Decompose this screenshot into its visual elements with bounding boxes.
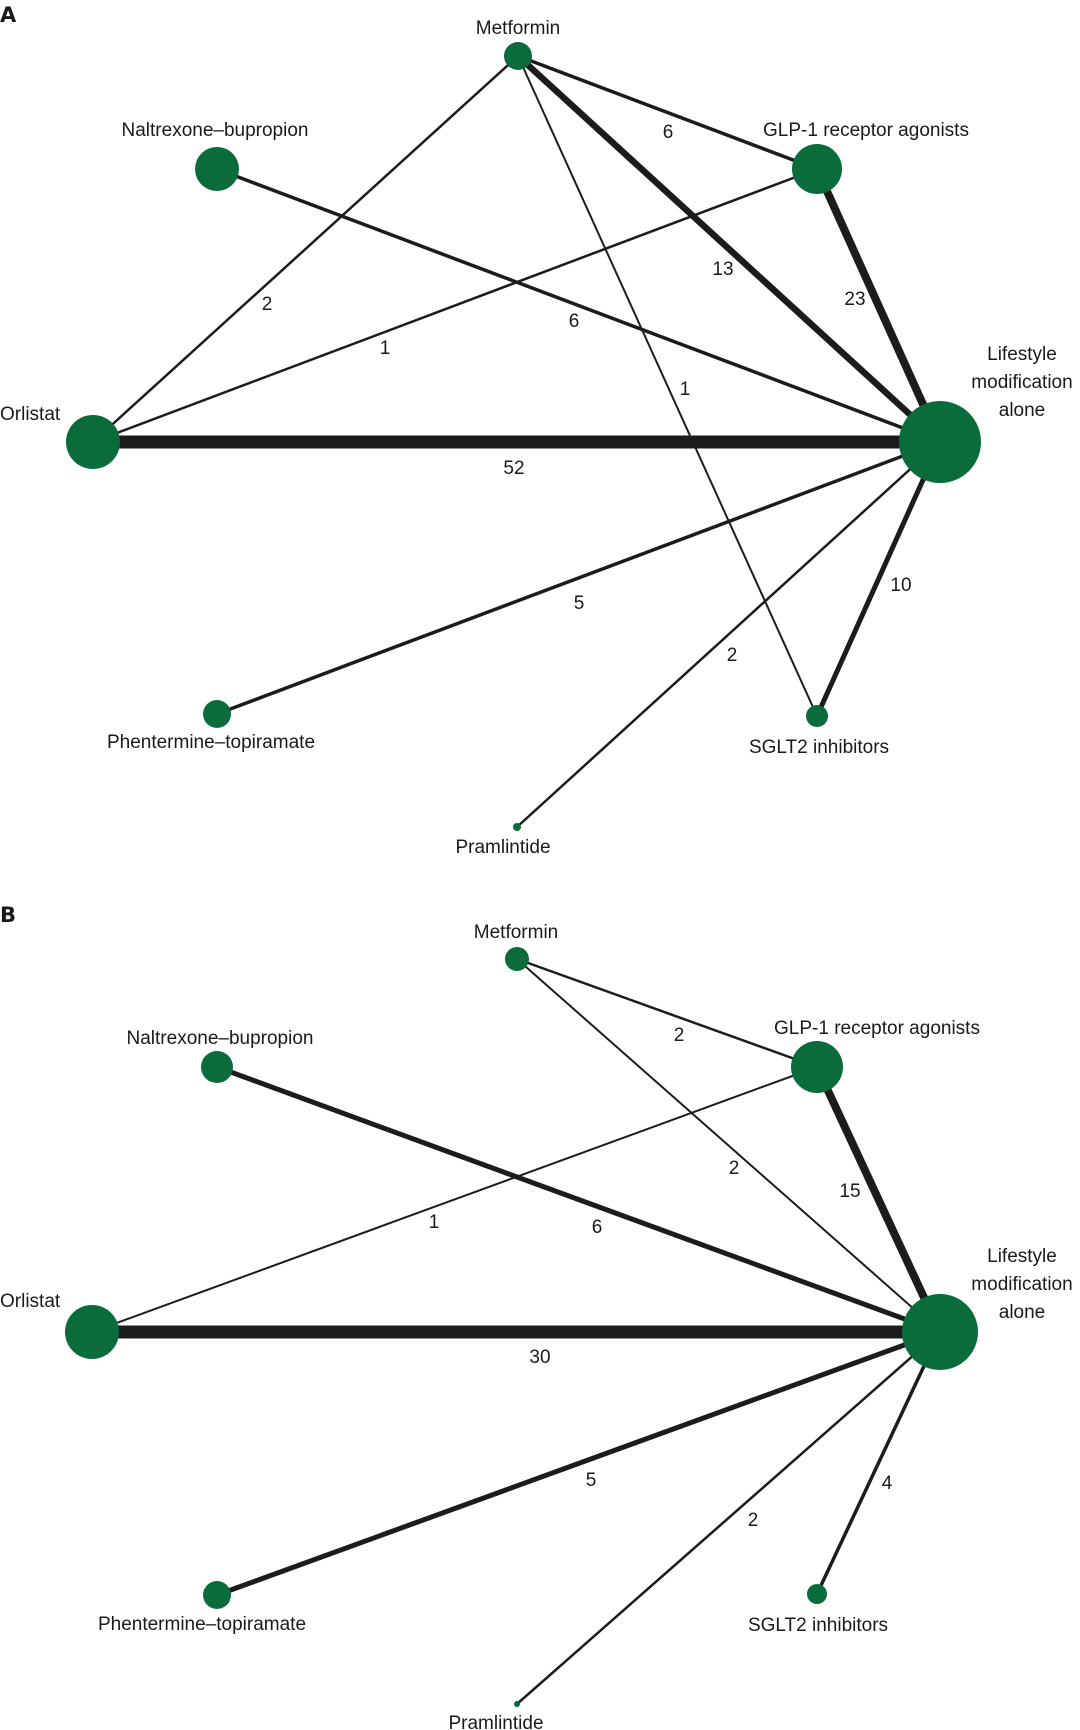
node-orlistat	[66, 415, 120, 469]
edge-label-sglt2-lifestyle: 10	[890, 575, 911, 596]
node-label-lifestyle: modification	[971, 372, 1072, 393]
node-label-lifestyle: alone	[999, 400, 1046, 421]
node-lifestyle	[899, 401, 981, 483]
node-metformin	[504, 42, 532, 70]
node-pramlintide	[513, 823, 521, 831]
node-label-orlistat: Orlistat	[0, 404, 61, 425]
node-label-orlistat: Orlistat	[0, 1291, 61, 1312]
edge-sglt2-lifestyle	[815, 1331, 942, 1595]
edge-glp1-orlistat	[91, 1066, 818, 1333]
node-label-metformin: Metformin	[476, 18, 560, 39]
panel-a: A 6 13 2 1 6 23 1 52 5 10 2 MetforminNaltrexone–bupr…	[0, 3, 1073, 858]
edge-metformin-lifestyle	[516, 958, 941, 1333]
edge-label-glp1-orlistat: 1	[380, 338, 391, 359]
edge-phentermine-lifestyle	[216, 440, 941, 716]
edge-metformin-glp1	[517, 54, 818, 171]
node-label-lifestyle: Lifestyle	[987, 344, 1057, 365]
edge-label-metformin-glp1: 2	[674, 1025, 685, 1046]
edge-naltrexone-lifestyle	[216, 167, 941, 444]
node-label-lifestyle: alone	[999, 1302, 1046, 1323]
edge-label-naltrexone-lifestyle: 6	[592, 1217, 603, 1238]
edge-label-metformin-lifestyle: 2	[729, 1158, 740, 1179]
edge-label-sglt2-lifestyle: 4	[882, 1473, 893, 1494]
edges	[92, 53, 944, 828]
node-label-pramlintide: Pramlintide	[448, 1713, 543, 1730]
edge-label-metformin-lifestyle: 13	[712, 259, 733, 280]
node-label-sglt2: SGLT2 inhibitors	[748, 1615, 888, 1636]
node-label-lifestyle: Lifestyle	[987, 1246, 1057, 1267]
node-sglt2	[807, 1584, 827, 1604]
node-sglt2	[806, 705, 828, 727]
edge-metformin-lifestyle	[515, 53, 943, 445]
node-label-pramlintide: Pramlintide	[455, 837, 550, 858]
node-glp1	[792, 144, 842, 194]
node-naltrexone	[201, 1051, 233, 1083]
edge-glp1-lifestyle	[813, 167, 944, 444]
panel-b: B 2 2 6 15 1 30 5 4 2 MetforminNaltrexone–bupropio…	[0, 903, 1073, 1730]
node-label-naltrexone: Naltrexone–bupropion	[122, 120, 309, 141]
edge-naltrexone-lifestyle	[216, 1064, 941, 1335]
edge-metformin-glp1	[516, 957, 818, 1069]
edge-label-phentermine-lifestyle: 5	[586, 1470, 597, 1491]
edge-label-orlistat-lifestyle: 52	[503, 458, 524, 479]
edge-pramlintide-lifestyle	[516, 441, 941, 828]
node-label-metformin: Metformin	[474, 922, 558, 943]
node-label-glp1: GLP-1 receptor agonists	[763, 120, 969, 141]
panel-letter: B	[0, 903, 16, 927]
node-glp1	[791, 1041, 843, 1093]
edge-label-metformin-sglt2: 1	[680, 379, 691, 400]
edge-glp1-lifestyle	[813, 1065, 944, 1334]
node-label-lifestyle: modification	[971, 1274, 1072, 1295]
edge-pramlintide-lifestyle	[516, 1331, 941, 1705]
edge-phentermine-lifestyle	[216, 1329, 941, 1598]
edge-label-pramlintide-lifestyle: 2	[727, 645, 738, 666]
node-phentermine	[203, 1581, 231, 1609]
node-label-phentermine: Phentermine–topiramate	[98, 1614, 306, 1635]
edge-glp1-orlistat	[92, 167, 818, 444]
edge-label-pramlintide-lifestyle: 2	[748, 1510, 759, 1531]
node-label-phentermine: Phentermine–topiramate	[107, 732, 315, 753]
edge-label-metformin-glp1: 6	[663, 122, 674, 143]
edge-label-orlistat-lifestyle: 30	[529, 1347, 550, 1368]
edge-metformin-orlistat	[92, 55, 519, 443]
edges	[91, 957, 944, 1705]
edge-sglt2-lifestyle	[814, 440, 943, 718]
node-phentermine	[203, 700, 231, 728]
node-label-glp1: GLP-1 receptor agonists	[774, 1018, 980, 1039]
panel-letter: A	[0, 3, 17, 27]
edge-metformin-sglt2	[517, 55, 818, 717]
edge-label-metformin-orlistat: 2	[262, 294, 273, 315]
edge-label-glp1-orlistat: 1	[429, 1212, 440, 1233]
node-label-sglt2: SGLT2 inhibitors	[749, 737, 889, 758]
edge-label-phentermine-lifestyle: 5	[574, 593, 585, 614]
node-metformin	[505, 947, 529, 971]
node-lifestyle	[902, 1294, 978, 1370]
node-pramlintide	[514, 1701, 520, 1707]
edge-label-naltrexone-lifestyle: 6	[569, 311, 580, 332]
node-naltrexone	[195, 147, 239, 191]
edge-label-glp1-lifestyle: 15	[839, 1181, 860, 1202]
edge-label-glp1-lifestyle: 23	[844, 289, 865, 310]
node-orlistat	[65, 1305, 119, 1359]
node-label-naltrexone: Naltrexone–bupropion	[127, 1028, 314, 1049]
